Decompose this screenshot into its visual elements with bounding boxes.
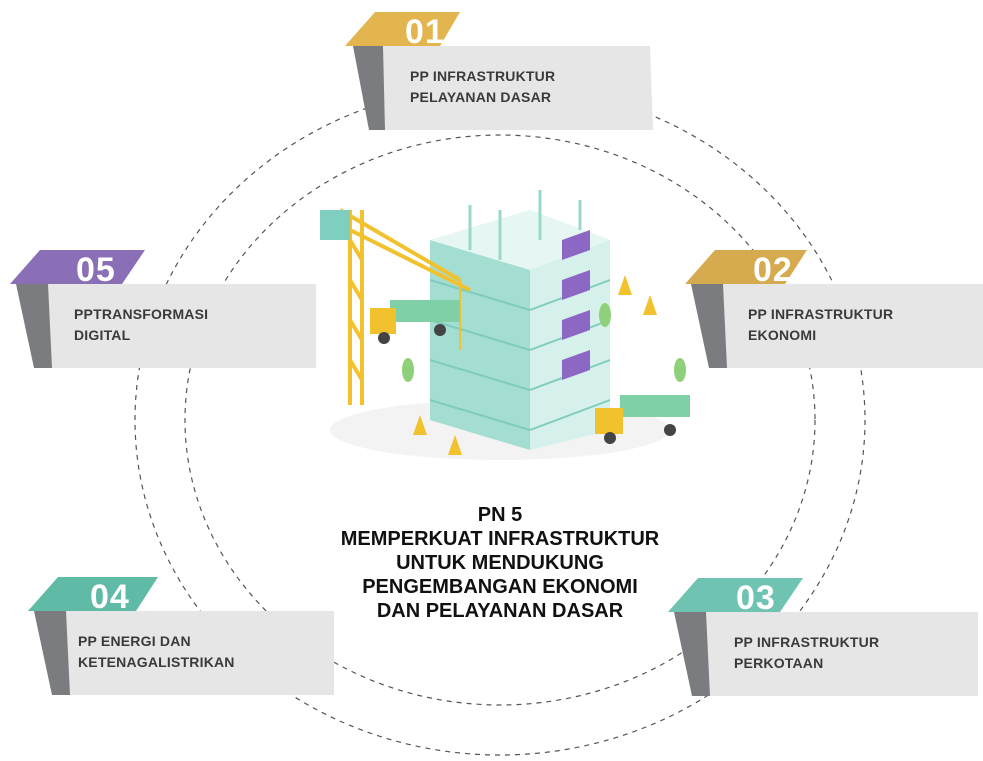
center-title-line: UNTUK MENDUKUNG [396, 552, 604, 574]
truck-left [370, 300, 460, 344]
card-shape [345, 12, 653, 130]
inner-ring [184, 134, 816, 706]
building [429, 190, 611, 450]
center-title-line: PN 5 [477, 504, 523, 526]
construction-illustration [320, 190, 690, 460]
item-number: 05 [76, 251, 116, 289]
center-title-line: MEMPERKUAT INFRASTRUKTUR [340, 528, 660, 550]
card-shape [668, 578, 978, 696]
center-title: PN 5 MEMPERKUAT INFRASTRUKTUR UNTUK MEND… [300, 503, 700, 623]
truck-right [595, 395, 690, 444]
center-title-line: PENGEMBANGAN EKONOMI [362, 576, 638, 598]
crane [329, 208, 471, 405]
item-number: 02 [753, 251, 793, 289]
card-shape [10, 250, 316, 368]
card-shape [685, 250, 983, 368]
item-number: 01 [405, 13, 445, 51]
card-shape [28, 577, 334, 695]
outer-ring [134, 84, 866, 756]
item-number: 04 [90, 578, 130, 616]
item-number: 03 [736, 579, 776, 617]
center-title-line: DAN PELAYANAN DASAR [376, 600, 624, 622]
